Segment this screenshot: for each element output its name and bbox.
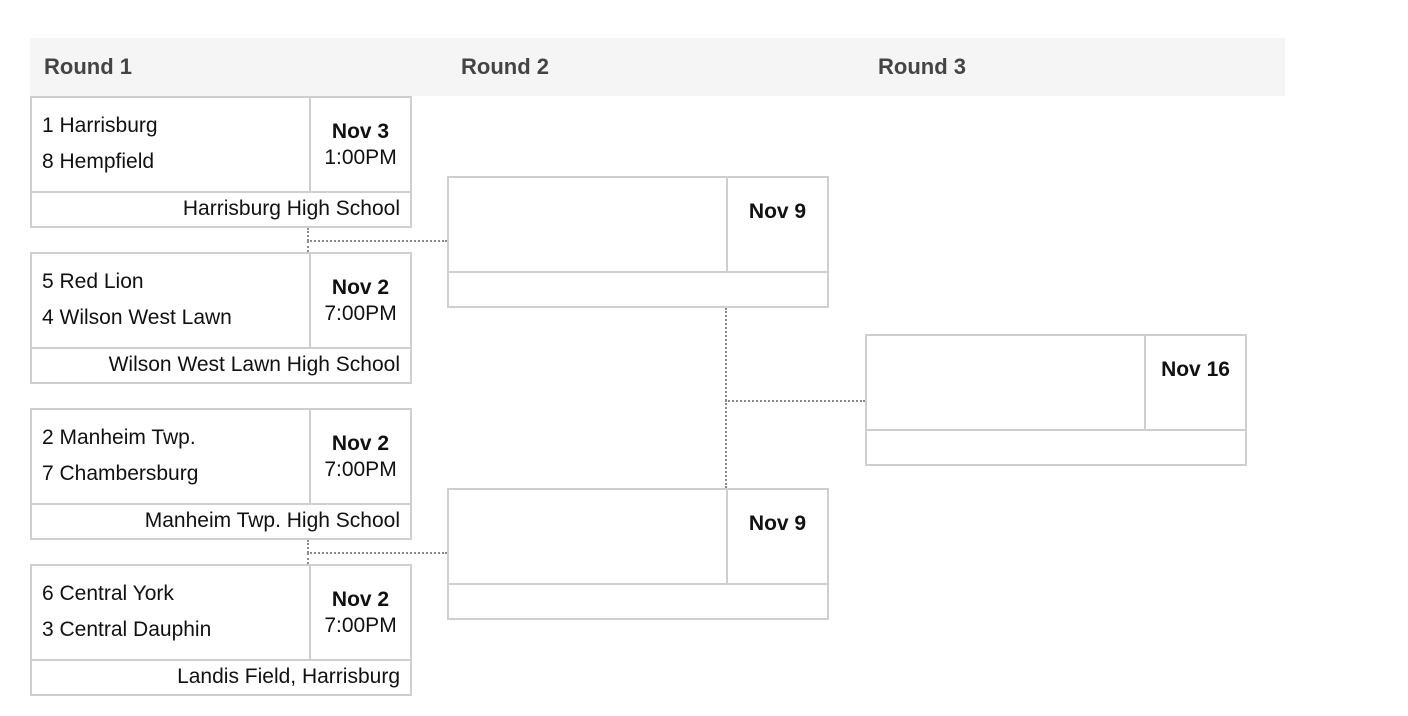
round1-game-1[interactable]: 1 Harrisburg 8 Hempfield Nov 3 1:00PM Ha… [30, 96, 412, 228]
game-day: Nov 3 [331, 120, 390, 143]
connector-r1-g2-up [307, 241, 309, 252]
game-venue: Harrisburg High School [32, 191, 410, 226]
game-date: Nov 16 [1146, 336, 1245, 429]
connector-r1-g3-down [307, 540, 309, 553]
game-venue: Manheim Twp. High School [32, 503, 410, 538]
round-1-label: Round 1 [44, 54, 132, 79]
game-venue [449, 583, 827, 618]
game-teams [449, 490, 728, 583]
game-date: Nov 2 7:00PM [311, 566, 410, 659]
game-date: Nov 3 1:00PM [311, 98, 410, 191]
game-day: Nov 2 [331, 588, 390, 611]
team-bottom: 7 Chambersburg [42, 462, 199, 485]
team-top: 5 Red Lion [42, 270, 144, 293]
connector-r2-vertical [725, 308, 727, 488]
rounds-header: Round 1 Round 2 Round 3 [30, 38, 1285, 96]
game-date: Nov 2 7:00PM [311, 254, 410, 347]
team-bottom: 3 Central Dauphin [42, 618, 212, 641]
game-date: Nov 2 7:00PM [311, 410, 410, 503]
game-date: Nov 9 [728, 490, 827, 583]
game-time: 7:00PM [324, 458, 397, 481]
round2-game-1[interactable]: Nov 9 [447, 176, 829, 308]
game-teams: 1 Harrisburg 8 Hempfield [32, 98, 311, 191]
game-time: 1:00PM [324, 146, 397, 169]
connector-r1-bottom-to-r2 [307, 552, 447, 554]
game-venue [449, 271, 827, 306]
game-teams [449, 178, 728, 271]
team-bottom: 8 Hempfield [42, 150, 155, 173]
connector-r1-top-to-r2 [307, 240, 447, 242]
round-3-label: Round 3 [878, 54, 966, 79]
game-time: 7:00PM [324, 614, 397, 637]
game-day: Nov 9 [748, 512, 807, 535]
round-2-label: Round 2 [461, 54, 549, 79]
connector-r2-to-r3 [725, 400, 865, 402]
game-day: Nov 9 [748, 200, 807, 223]
team-top: 6 Central York [42, 582, 174, 605]
game-time: 7:00PM [324, 302, 397, 325]
round1-game-3[interactable]: 2 Manheim Twp. 7 Chambersburg Nov 2 7:00… [30, 408, 412, 540]
game-teams: 2 Manheim Twp. 7 Chambersburg [32, 410, 311, 503]
game-day: Nov 2 [331, 276, 390, 299]
game-date: Nov 9 [728, 178, 827, 271]
round2-game-2[interactable]: Nov 9 [447, 488, 829, 620]
connector-r1-g1-down [307, 228, 309, 241]
connector-r1-g4-up [307, 553, 309, 564]
round1-game-4[interactable]: 6 Central York 3 Central Dauphin Nov 2 7… [30, 564, 412, 696]
game-teams [867, 336, 1146, 429]
game-venue [867, 429, 1245, 464]
team-top: 2 Manheim Twp. [42, 426, 196, 449]
game-teams: 6 Central York 3 Central Dauphin [32, 566, 311, 659]
game-day: Nov 16 [1161, 358, 1230, 381]
team-top: 1 Harrisburg [42, 114, 158, 137]
team-bottom: 4 Wilson West Lawn [42, 306, 232, 329]
game-venue: Wilson West Lawn High School [32, 347, 410, 382]
game-teams: 5 Red Lion 4 Wilson West Lawn [32, 254, 311, 347]
game-day: Nov 2 [331, 432, 390, 455]
game-venue: Landis Field, Harrisburg [32, 659, 410, 694]
round1-game-2[interactable]: 5 Red Lion 4 Wilson West Lawn Nov 2 7:00… [30, 252, 412, 384]
round3-game-1[interactable]: Nov 16 [865, 334, 1247, 466]
